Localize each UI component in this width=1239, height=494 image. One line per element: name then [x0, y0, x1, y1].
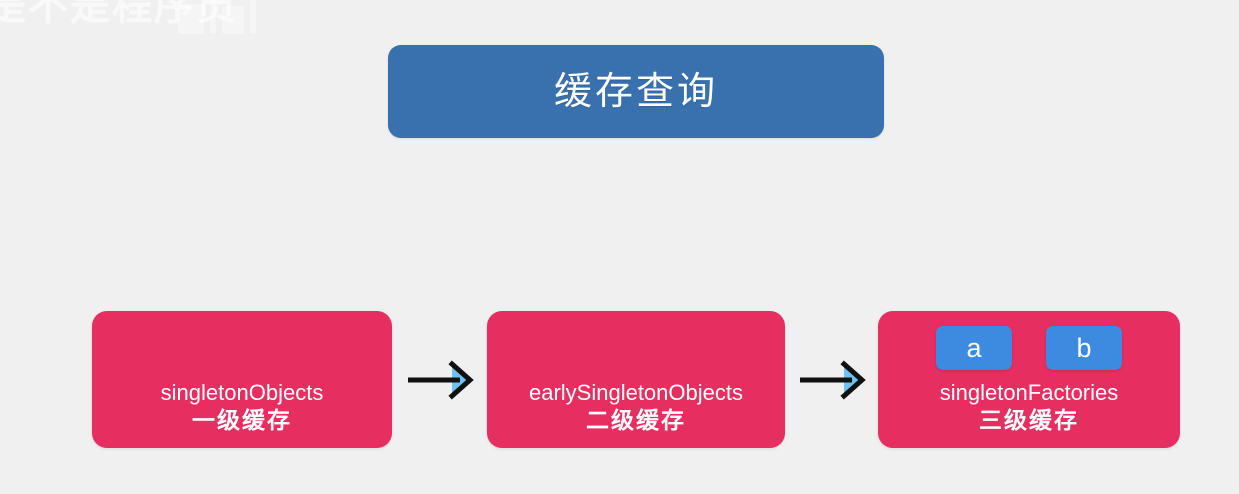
- cache-box-singleton-objects[interactable]: singletonObjects 一级缓存: [92, 311, 392, 448]
- cache-box-level: 三级缓存: [979, 407, 1079, 434]
- watermark-text: 是不是程序员: [0, 0, 238, 28]
- cache-box-level: 一级缓存: [192, 407, 292, 434]
- title-banner: 缓存查询: [388, 45, 884, 138]
- chip-label: a: [966, 332, 982, 363]
- chip-row: a b: [878, 326, 1180, 370]
- chip-b[interactable]: b: [1046, 326, 1122, 370]
- arrow-right-icon-1: [408, 358, 480, 402]
- chip-a[interactable]: a: [936, 326, 1012, 370]
- cache-box-name: earlySingletonObjects: [528, 380, 743, 406]
- page-title: 缓存查询: [553, 70, 718, 113]
- cache-box-level: 二级缓存: [586, 407, 686, 434]
- cache-box-singleton-factories[interactable]: a b singletonFactories 三级缓存: [878, 311, 1180, 448]
- cache-box-early-singleton-objects[interactable]: earlySingletonObjects 二级缓存: [487, 311, 785, 448]
- cache-box-name: singletonObjects: [160, 380, 324, 406]
- chip-label: b: [1076, 332, 1092, 363]
- watermark-logo-icon: [176, 0, 268, 34]
- cache-box-name: singletonFactories: [939, 380, 1119, 406]
- arrow-right-icon-2: [800, 358, 872, 402]
